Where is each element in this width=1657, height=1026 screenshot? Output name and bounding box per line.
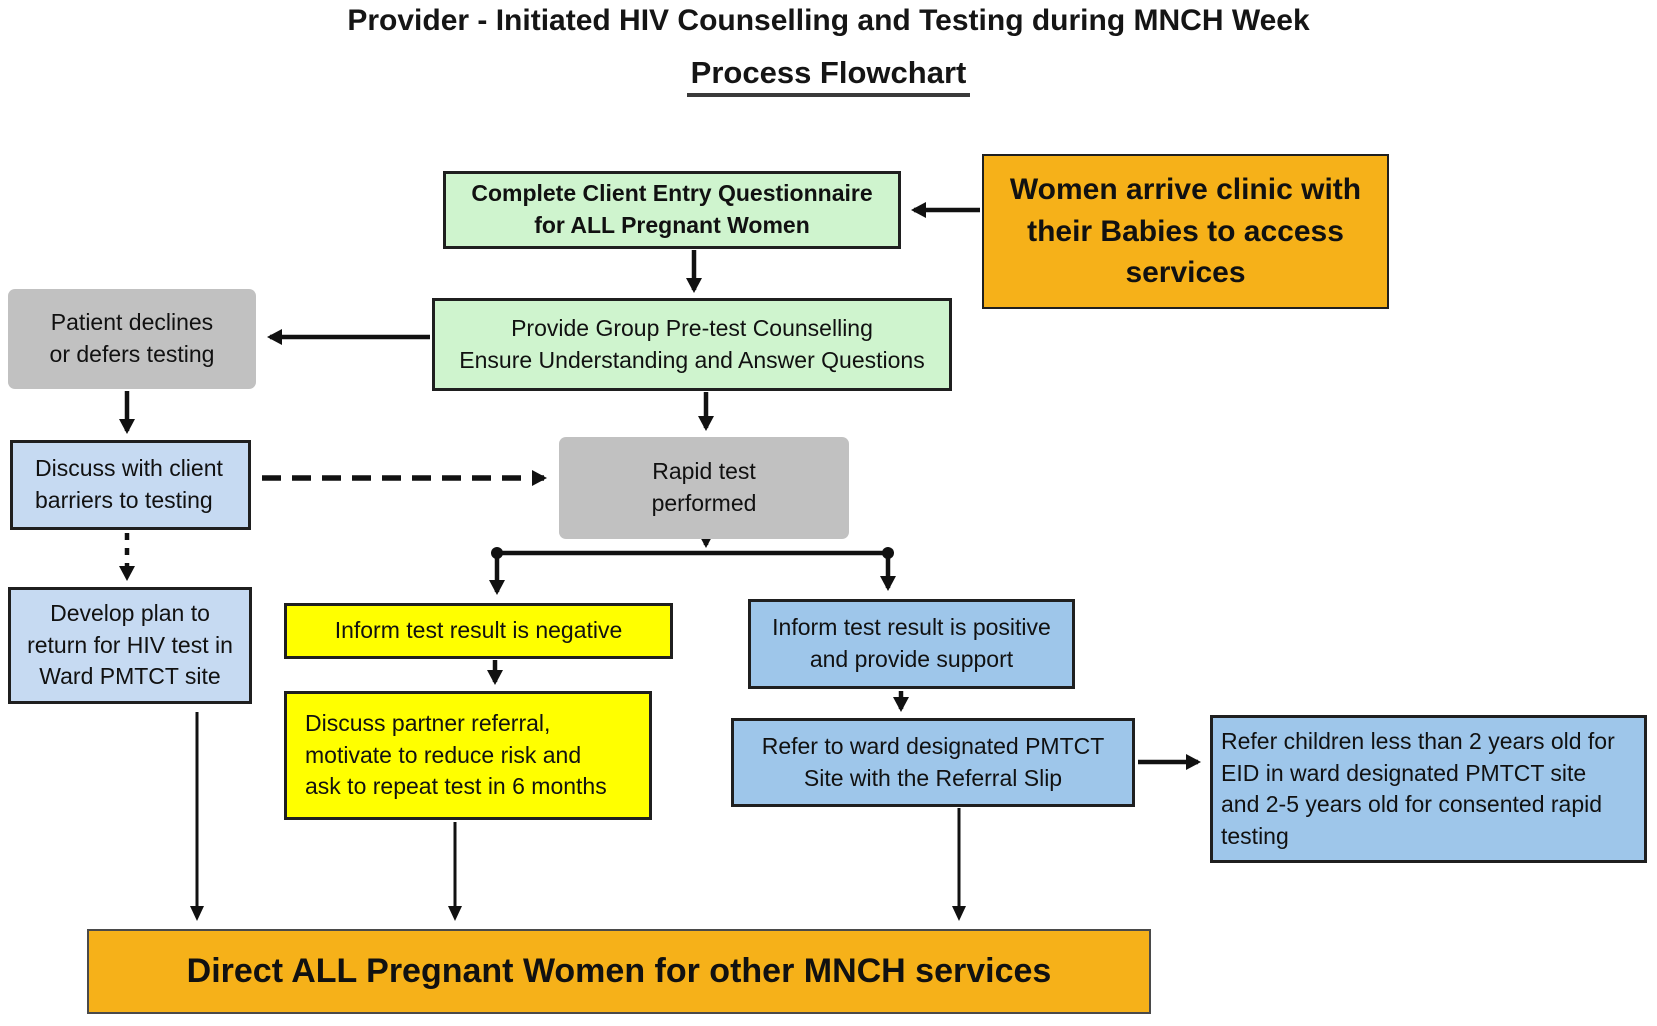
node-discuss-barriers: Discuss with client barriers to testing: [10, 440, 251, 530]
node-refer-pmtct: Refer to ward designated PMTCT Site with…: [731, 718, 1135, 807]
node-refer-children: Refer children less than 2 years old for…: [1210, 715, 1647, 863]
node-complete-questionnaire: Complete Client Entry Questionnaire for …: [443, 171, 901, 249]
node-direct-mnch: Direct ALL Pregnant Women for other MNCH…: [87, 929, 1151, 1014]
page-title: Provider - Initiated HIV Counselling and…: [347, 4, 1310, 37]
node-group-pretest: Provide Group Pre-test Counselling Ensur…: [432, 298, 952, 391]
page-subtitle-wrap: Process Flowchart: [0, 55, 1657, 97]
node-result-negative: Inform test result is negative: [284, 603, 673, 659]
page-subtitle: Process Flowchart: [686, 55, 971, 97]
node-partner-referral: Discuss partner referral, motivate to re…: [284, 691, 652, 820]
node-women-arrive: Women arrive clinic with their Babies to…: [982, 154, 1389, 309]
node-rapid-test: Rapid test performed: [559, 437, 849, 539]
node-result-positive: Inform test result is positive and provi…: [748, 599, 1075, 689]
node-develop-plan: Develop plan to return for HIV test in W…: [8, 587, 252, 704]
node-patient-declines: Patient declines or defers testing: [8, 289, 256, 389]
